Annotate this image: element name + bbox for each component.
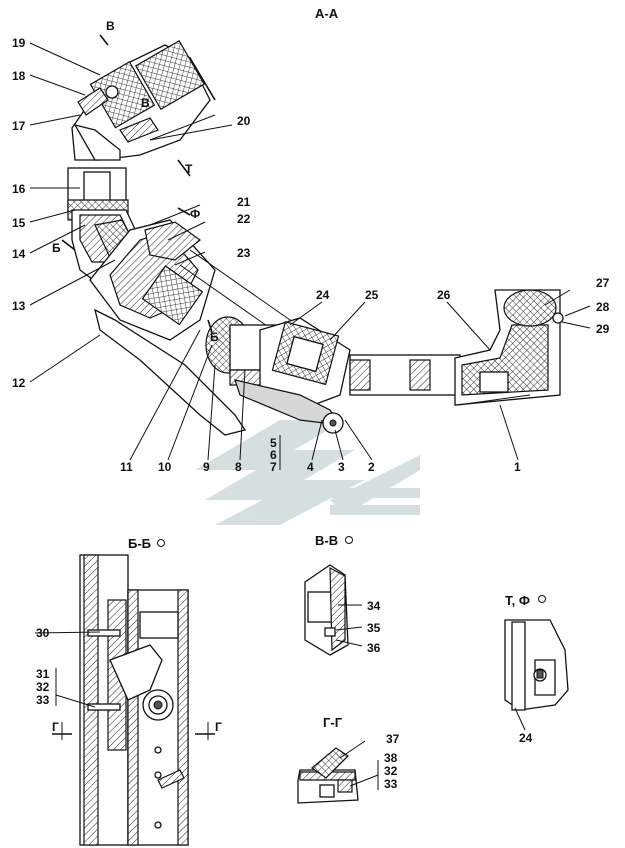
callout-24: 24 [316, 288, 330, 302]
marker-g-left: Г [52, 720, 59, 734]
top-hinge-mechanism [71, 40, 216, 161]
callout-14: 14 [12, 247, 26, 261]
callout-19: 19 [12, 36, 26, 50]
callout-12: 12 [12, 376, 26, 390]
callout-33b: 33 [384, 777, 398, 791]
central-bracket [89, 219, 341, 436]
title-section-aa: А-А [315, 6, 339, 21]
marker-f: Ф [190, 207, 200, 221]
section-aa-view [67, 40, 564, 436]
callout-22: 22 [237, 212, 251, 226]
marker-b-left: Б [52, 241, 61, 255]
callout-2: 2 [368, 460, 375, 474]
section-bb-circle-icon [157, 539, 165, 547]
title-section-gg: Г-Г [323, 715, 343, 730]
callout-37: 37 [386, 732, 400, 746]
title-section-bb: Б-Б [128, 536, 151, 551]
callout-32b: 32 [384, 764, 398, 778]
callout-10: 10 [158, 460, 172, 474]
leader-lines [29, 34, 591, 790]
section-bb-view [79, 554, 189, 846]
callout-16: 16 [12, 182, 26, 196]
callout-1: 1 [514, 460, 521, 474]
callout-17: 17 [12, 119, 26, 133]
callout-33: 33 [36, 693, 50, 707]
section-gg-view [297, 747, 359, 804]
callout-4: 4 [307, 460, 314, 474]
marker-v-top: В [106, 19, 115, 33]
callout-5: 5 [270, 436, 277, 450]
callout-25: 25 [365, 288, 379, 302]
marker-g-right: Г [215, 720, 222, 734]
callout-6: 6 [270, 448, 277, 462]
callout-31: 31 [36, 667, 50, 681]
callout-27: 27 [596, 276, 610, 290]
callout-18: 18 [12, 69, 26, 83]
view-tf [504, 619, 569, 711]
callout-13: 13 [12, 299, 26, 313]
callout-36: 36 [367, 641, 381, 655]
watermark-logo [195, 420, 420, 525]
callout-29: 29 [596, 322, 610, 336]
callout-26: 26 [437, 288, 451, 302]
marker-t: Т [185, 162, 193, 176]
lock-box [234, 317, 351, 434]
callout-24b: 24 [519, 731, 533, 745]
section-vv-view [304, 564, 349, 656]
callout-21: 21 [237, 195, 251, 209]
callout-28: 28 [596, 300, 610, 314]
callout-11: 11 [120, 460, 133, 474]
callout-7: 7 [270, 460, 277, 474]
callout-15: 15 [12, 216, 26, 230]
callout-23: 23 [237, 246, 251, 260]
title-section-vv: В-В [315, 533, 338, 548]
callout-9: 9 [203, 460, 210, 474]
callout-32: 32 [36, 680, 50, 694]
callout-38: 38 [384, 751, 398, 765]
marker-v-inner: В [141, 96, 150, 110]
right-channel [349, 289, 564, 406]
section-vv-circle-icon [345, 536, 353, 544]
callout-30: 30 [36, 626, 50, 640]
title-view-tf: Т, Ф [505, 593, 530, 608]
callout-labels: 19 18 17 20 16 15 14 13 12 21 22 23 11 1… [12, 36, 610, 791]
view-tf-circle-icon [538, 595, 546, 603]
callout-34: 34 [367, 599, 381, 613]
marker-b-lower: Б [210, 330, 219, 344]
callout-35: 35 [367, 621, 381, 635]
callout-20: 20 [237, 114, 251, 128]
callout-3: 3 [338, 460, 345, 474]
callout-8: 8 [235, 460, 242, 474]
